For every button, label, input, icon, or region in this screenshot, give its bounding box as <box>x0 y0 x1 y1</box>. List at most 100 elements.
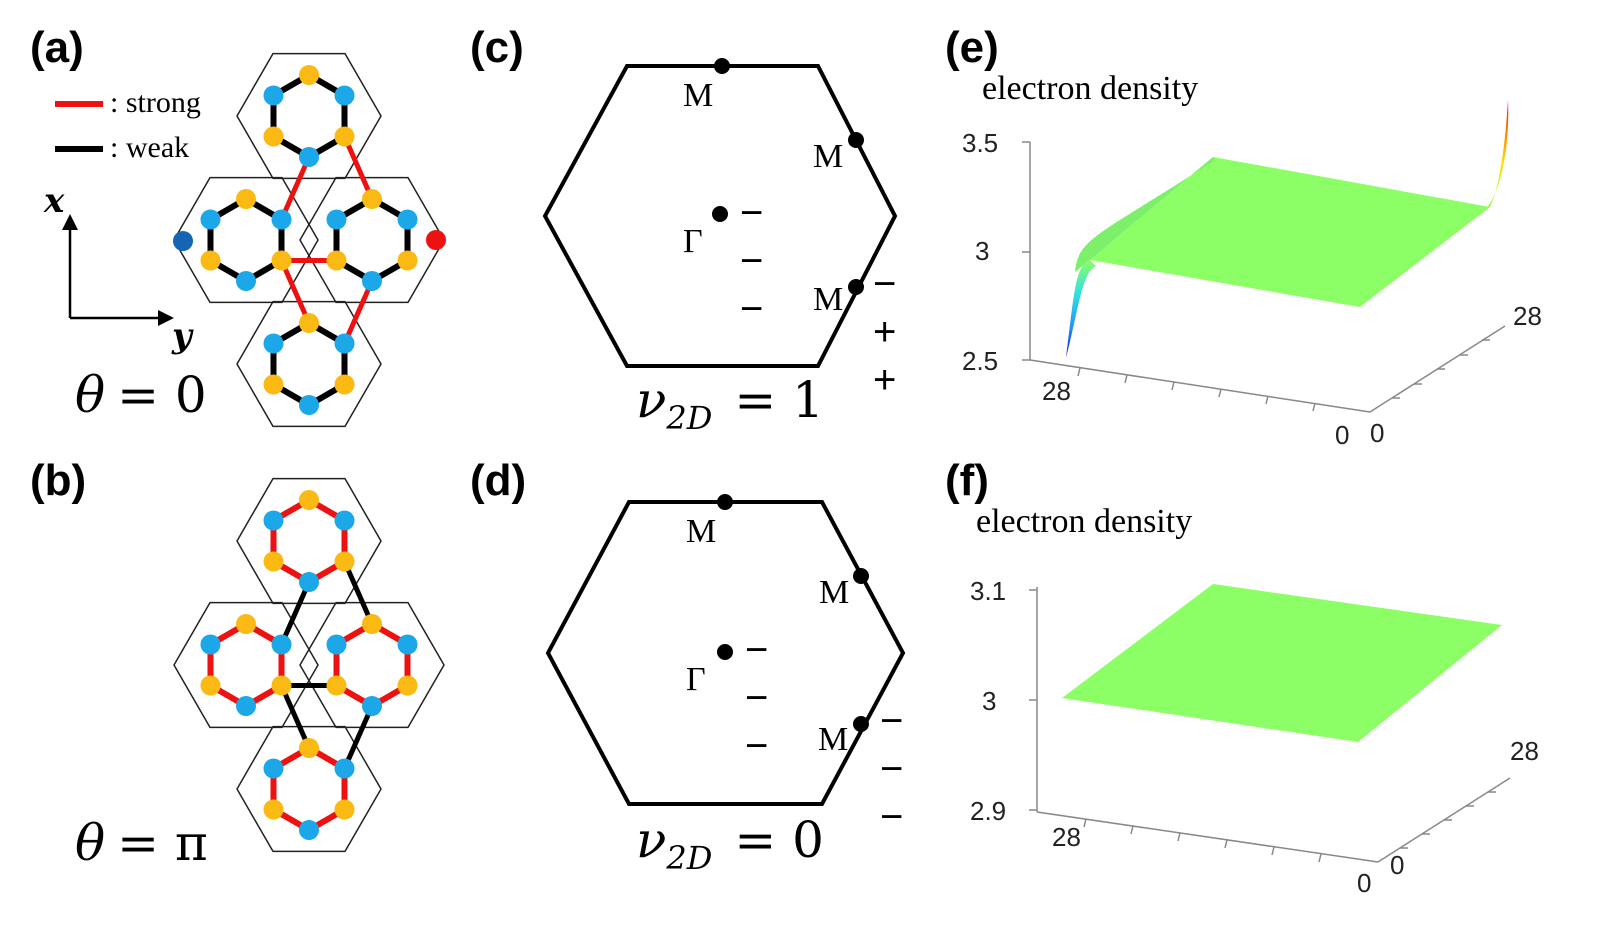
lattice-site <box>236 271 256 291</box>
panel-label-b: (b) <box>30 456 86 505</box>
surface-left-lip-e <box>1075 157 1215 272</box>
y-tick-f-1: 0 <box>1390 850 1404 880</box>
lattice-site <box>334 551 355 572</box>
legend-strong-label: : strong <box>110 86 201 119</box>
inter-cell-bond <box>342 279 375 345</box>
gamma-parity-3-c: − <box>740 287 763 331</box>
unit-cell-outline <box>299 176 445 304</box>
unit-cell-outline <box>236 52 382 180</box>
unit-cell-outline <box>236 300 382 428</box>
lattice-site <box>299 572 319 592</box>
panel-e: (e) electron density 3.5 3 2.5 2 <box>945 23 1542 450</box>
theta-label-b: θ= π <box>75 814 208 872</box>
edge-site-left <box>173 231 193 251</box>
z-tick-f-2: 3 <box>982 686 996 716</box>
z-ticks-e <box>1022 141 1030 361</box>
lattice-site <box>263 85 284 106</box>
lattice-site <box>236 189 256 209</box>
lattice-site <box>397 634 418 655</box>
right-axis-ticks-e <box>1392 339 1490 399</box>
lattice-site <box>326 675 347 696</box>
lattice-a <box>173 52 446 428</box>
z-tick-e-2: 3 <box>975 236 989 266</box>
unit-cell-outline <box>236 725 382 853</box>
lattice-site <box>271 634 292 655</box>
z-tick-f-1: 3.1 <box>970 576 1006 606</box>
m-parity-2-c: + <box>873 310 896 354</box>
lattice-site <box>334 510 355 531</box>
gamma-point-c <box>712 206 728 222</box>
m-label-lower-right-d: M <box>818 721 848 758</box>
m-label-top-c: M <box>683 77 713 114</box>
y-tick-e-2: 28 <box>1513 301 1542 331</box>
gamma-label-d: Γ <box>686 661 706 698</box>
x-tick-e-1: 28 <box>1042 376 1071 406</box>
lattice-site <box>362 696 382 716</box>
m-parity-1-d: − <box>880 699 903 743</box>
lattice-a-cell-outlines <box>173 52 445 428</box>
m-parity-2-d: − <box>880 747 903 791</box>
z-tick-f-3: 2.9 <box>970 796 1006 826</box>
m-point-upper-right-d <box>853 568 869 584</box>
nu-label-d: ν2D = 0 <box>636 811 824 877</box>
gamma-parity-1-c: − <box>740 191 763 235</box>
m-label-top-d: M <box>686 513 716 550</box>
front-axis-ticks-e <box>1077 367 1316 412</box>
panel-c: (c) M M Γ M − − − − + + ν2D = 1 <box>470 23 898 437</box>
inter-cell-bond <box>279 684 312 750</box>
lattice-site <box>397 250 418 271</box>
lattice-site <box>263 333 284 354</box>
y-axis-arrowhead <box>158 310 174 326</box>
lattice-site <box>362 271 382 291</box>
panel-b: (b) θ= π <box>30 456 445 872</box>
x-tick-e-2: 0 <box>1335 420 1349 450</box>
y-axis-letter: y <box>171 316 194 356</box>
inter-cell-bond <box>342 560 375 626</box>
y-tick-f-2: 28 <box>1510 736 1539 766</box>
unit-cell-outline <box>299 601 445 729</box>
panel-f: (f) electron density 3.1 3 2.9 28 <box>945 456 1539 898</box>
lattice-b-cell-outlines <box>173 477 445 853</box>
x-tick-f-1: 28 <box>1052 822 1081 852</box>
inter-cell-bond <box>342 704 375 770</box>
lattice-site <box>299 313 319 333</box>
lattice-site <box>362 614 382 634</box>
lattice-site <box>200 209 221 230</box>
density-surface-e <box>1066 100 1509 358</box>
panel-a: (a) : strong : weak x y θ= 0 <box>30 23 446 428</box>
lattice-site <box>334 85 355 106</box>
unit-cell-outline <box>236 477 382 605</box>
lattice-site <box>271 250 292 271</box>
coordinate-axes: x y <box>43 181 194 356</box>
lattice-site <box>200 675 221 696</box>
lattice-b-bonds <box>207 497 411 833</box>
m-point-lower-right-c <box>848 279 864 295</box>
z-tick-e-1: 3.5 <box>962 128 998 158</box>
panel-d: (d) M M Γ M − − − − − − ν2D = 0 <box>470 456 906 877</box>
lattice-site <box>236 614 256 634</box>
x-axis-letter: x <box>43 181 65 221</box>
theta-label-a: θ= 0 <box>75 366 207 424</box>
inter-cell-bond <box>279 259 312 325</box>
inter-cell-bond <box>279 155 312 221</box>
lattice-site <box>397 675 418 696</box>
lattice-site <box>326 250 347 271</box>
inter-cell-bond <box>279 580 312 646</box>
floor-front-axis-e <box>1029 359 1371 413</box>
lattice-site <box>263 758 284 779</box>
z-ticks-f <box>1029 589 1037 811</box>
lattice-site <box>397 209 418 230</box>
lattice-site <box>271 675 292 696</box>
lattice-a-bonds <box>207 72 411 408</box>
legend-weak-label: : weak <box>110 131 189 164</box>
front-axis-ticks-f <box>1083 818 1322 863</box>
brillouin-zone-c <box>542 64 898 368</box>
lattice-site <box>362 189 382 209</box>
edge-site-right <box>426 230 446 250</box>
surface-title-f: electron density <box>976 503 1192 540</box>
lattice-site <box>334 126 355 147</box>
z-tick-e-3: 2.5 <box>962 346 998 376</box>
m-parity-3-c: + <box>873 358 896 402</box>
panel-label-e: (e) <box>945 23 999 72</box>
